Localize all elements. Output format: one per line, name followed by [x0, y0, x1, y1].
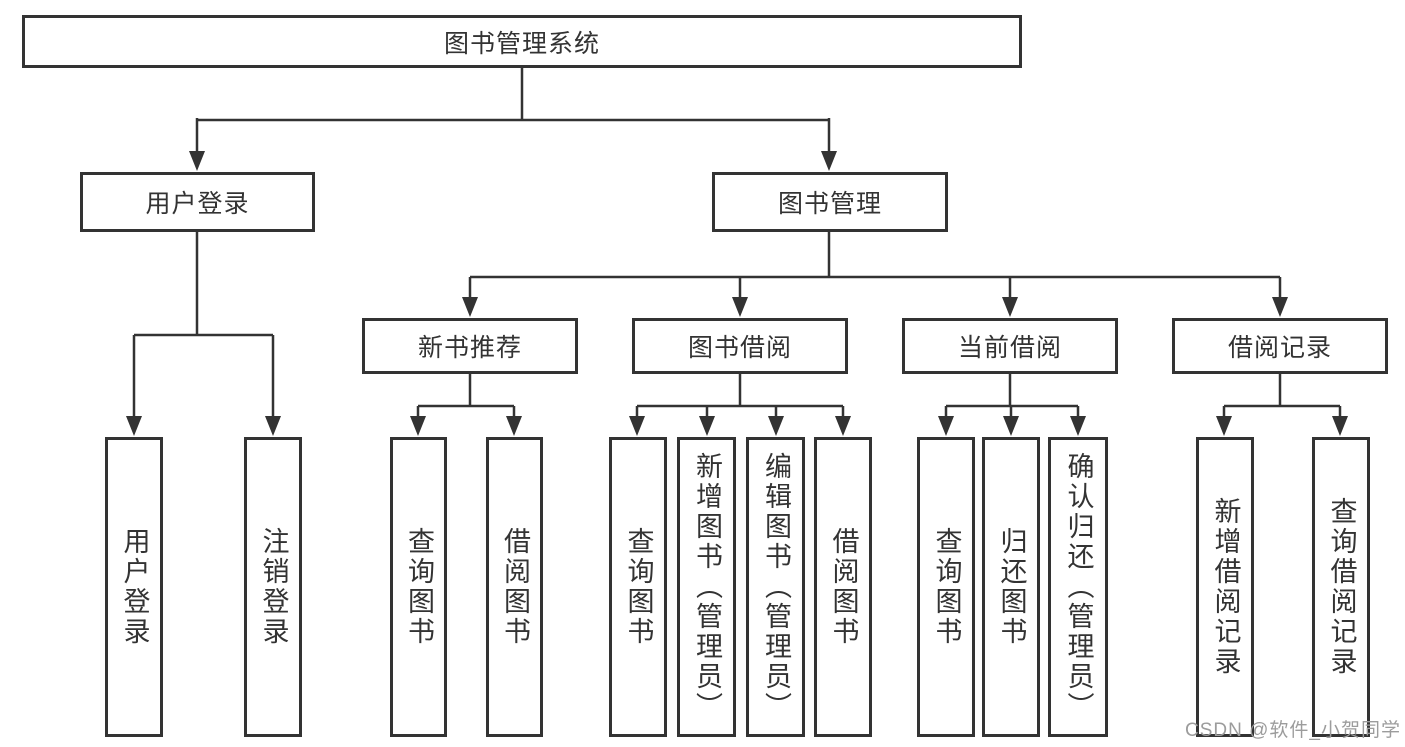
arrowhead	[1070, 416, 1086, 436]
arrowhead	[126, 416, 142, 436]
arrowhead	[768, 416, 784, 436]
node-label: 借阅图书	[500, 527, 530, 647]
node-label: 图书借阅	[687, 334, 792, 362]
leaf-add-borrow-record: 新增借阅记录	[1196, 437, 1254, 737]
node-label: 用户登录	[119, 527, 150, 647]
arrowhead	[265, 416, 281, 436]
arrowhead	[462, 297, 478, 317]
leaf-borrow-books-recommend: 借阅图书	[486, 437, 543, 737]
leaf-borrow-books: 借阅图书	[814, 437, 872, 737]
arrowhead	[1002, 297, 1018, 317]
leaf-query-borrow-record: 查询借阅记录	[1312, 437, 1370, 737]
node-label: 图书管理系统	[443, 29, 600, 58]
node-user-login: 用户登录	[80, 172, 315, 232]
connector-user-login-children	[126, 230, 281, 436]
leaf-logout: 注销登录	[244, 437, 302, 737]
node-label: 图书管理	[777, 190, 882, 218]
arrowhead	[629, 416, 645, 436]
leaf-query-books-recommend: 查询图书	[390, 437, 447, 737]
node-label: 编辑图书（管理员）	[761, 452, 791, 722]
csdn-watermark: CSDN @软件_小贺同学	[1185, 720, 1401, 741]
arrowhead	[189, 151, 205, 171]
node-label: 归还图书	[996, 527, 1027, 647]
connector-borrow-records-children	[1216, 372, 1348, 436]
leaf-user-login: 用户登录	[105, 437, 163, 737]
node-current-borrow: 当前借阅	[902, 318, 1118, 374]
node-label: 查询图书	[404, 527, 434, 647]
node-label: 注销登录	[258, 527, 289, 647]
node-label: 当前借阅	[957, 334, 1062, 362]
arrowhead	[835, 416, 851, 436]
node-label: 借阅记录	[1227, 334, 1332, 362]
node-book-management: 图书管理	[712, 172, 948, 232]
node-borrow-records: 借阅记录	[1172, 318, 1388, 374]
node-label: 查询图书	[623, 527, 654, 647]
node-book-borrow: 图书借阅	[632, 318, 848, 374]
connector-book-borrow-children	[629, 372, 851, 436]
arrowhead	[410, 416, 426, 436]
node-library-management-system: 图书管理系统	[22, 15, 1022, 68]
arrowhead	[1332, 416, 1348, 436]
leaf-query-books-current: 查询图书	[917, 437, 975, 737]
leaf-return-books: 归还图书	[982, 437, 1040, 737]
leaf-confirm-return-admin: 确认归还（管理员）	[1048, 437, 1108, 737]
arrowhead	[1003, 416, 1019, 436]
node-new-book-recommend: 新书推荐	[362, 318, 578, 374]
connector-new-book-recommend-children	[410, 372, 522, 436]
leaf-edit-books-admin: 编辑图书（管理员）	[746, 437, 805, 737]
arrowhead	[732, 297, 748, 317]
arrowhead	[699, 416, 715, 436]
connector-root-to-level2	[189, 66, 837, 171]
arrowhead	[938, 416, 954, 436]
arrowhead	[821, 151, 837, 171]
arrowhead	[506, 416, 522, 436]
leaf-add-books-admin: 新增图书（管理员）	[677, 437, 736, 737]
arrowhead	[1216, 416, 1232, 436]
connector-current-borrow-children	[938, 372, 1086, 436]
node-label: 查询借阅记录	[1326, 497, 1357, 677]
leaf-query-books-borrow: 查询图书	[609, 437, 667, 737]
connector-book-management-children	[462, 230, 1288, 317]
node-label: 确认归还（管理员）	[1063, 452, 1094, 722]
node-label: 用户登录	[145, 190, 250, 218]
node-label: 借阅图书	[828, 527, 859, 647]
node-label: 新书推荐	[417, 334, 522, 362]
arrowhead	[1272, 297, 1288, 317]
node-label: 新增借阅记录	[1210, 497, 1241, 677]
node-label: 新增图书（管理员）	[692, 452, 722, 722]
node-label: 查询图书	[931, 527, 962, 647]
